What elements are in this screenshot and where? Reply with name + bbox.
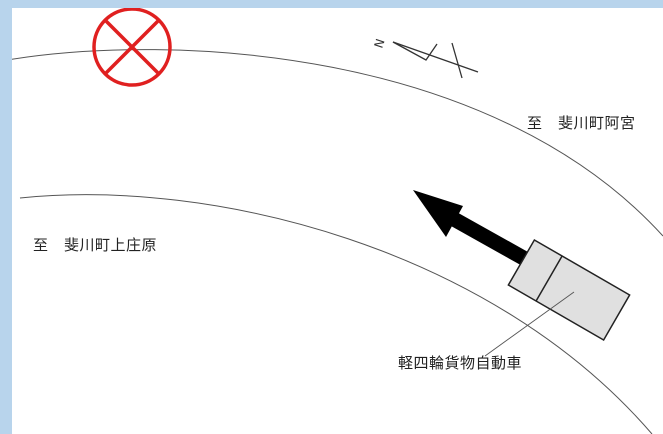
road-outer-edge [12, 49, 663, 237]
north-arrow-icon: N [371, 37, 479, 79]
destination-west-label: 至 斐川町上庄原 [33, 236, 158, 254]
road-diagram-svg: N [12, 8, 663, 434]
red-circle-x-icon [92, 8, 172, 87]
north-letter: N [371, 37, 387, 50]
vehicle-shape [507, 238, 631, 342]
road-inner-edge [19, 194, 653, 434]
vehicle-leader-line [484, 291, 575, 357]
black-arrow-icon [413, 190, 531, 267]
diagram-canvas: N 至 斐川町阿宮 至 斐川町上庄原 軽四輪貨物自動車 [12, 8, 663, 434]
destination-east-label: 至 斐川町阿宮 [527, 114, 636, 132]
vehicle-label: 軽四輪貨物自動車 [398, 354, 523, 372]
